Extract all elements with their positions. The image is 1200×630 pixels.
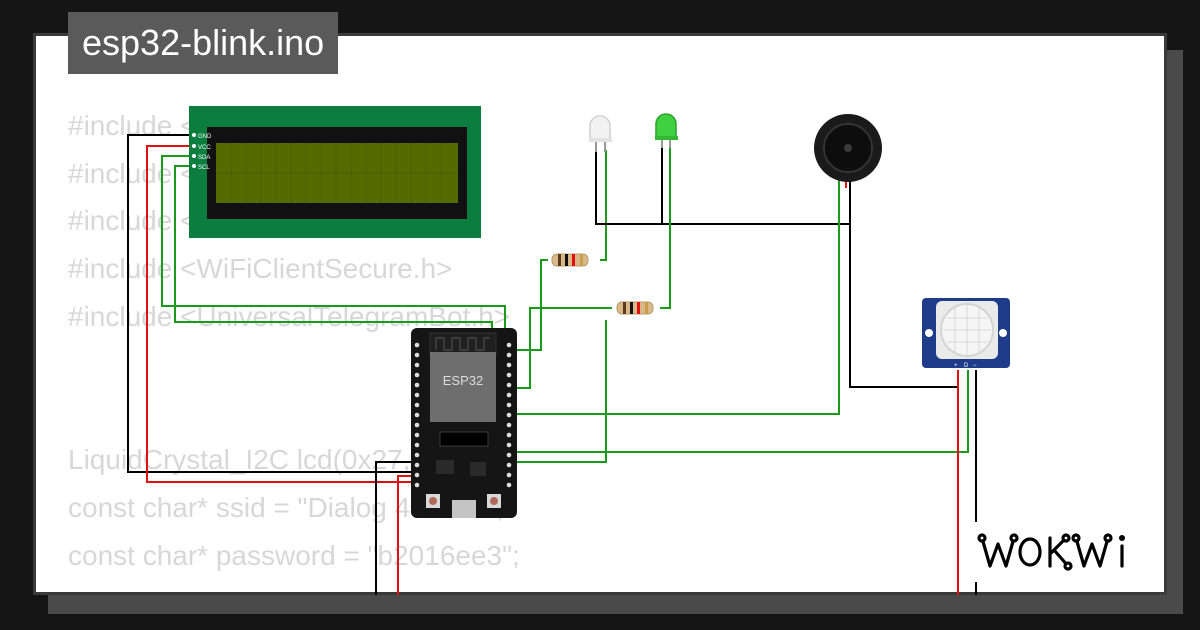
pir-pin-minus-label: − [973, 363, 977, 369]
resistor-1[interactable] [551, 253, 589, 267]
esp32-board[interactable]: ESP32 [411, 328, 517, 518]
lcd-pin-gnd-label: GND [198, 134, 212, 140]
project-title[interactable]: esp32-blink.ino [68, 12, 339, 74]
wokwi-logo-mark [977, 533, 1125, 571]
pir-pin-d-label: D [964, 363, 969, 369]
lcd-pins: GND VCC SDA SCL [192, 133, 212, 171]
esp32-pins-right [506, 342, 512, 488]
lcd-pin-sda-label: SDA [198, 155, 210, 161]
esp32-module [430, 352, 496, 422]
lcd-pin-vcc-label: VCC [198, 145, 211, 151]
usb-port [452, 500, 476, 518]
esp32-label: ESP32 [443, 373, 483, 388]
wokwi-logo[interactable] [970, 522, 1158, 582]
pir-pin-plus-label: + [954, 363, 958, 369]
lcd-char-grid [216, 143, 458, 203]
lcd-pin-scl-label: SCL [198, 165, 210, 171]
esp32-pins-left [414, 342, 420, 488]
lcd-display[interactable]: GND VCC SDA SCL [189, 106, 481, 238]
code-line: const char* password = "b2016ee3"; [68, 540, 520, 571]
resistor-2[interactable] [616, 301, 654, 315]
green-led[interactable] [655, 113, 678, 148]
code-line: #include <WiFiClientSecure.h> [68, 253, 453, 284]
white-led[interactable] [589, 115, 612, 152]
wires [127, 134, 977, 595]
buzzer[interactable] [814, 114, 882, 182]
pir-sensor[interactable]: + D − [922, 298, 1010, 369]
